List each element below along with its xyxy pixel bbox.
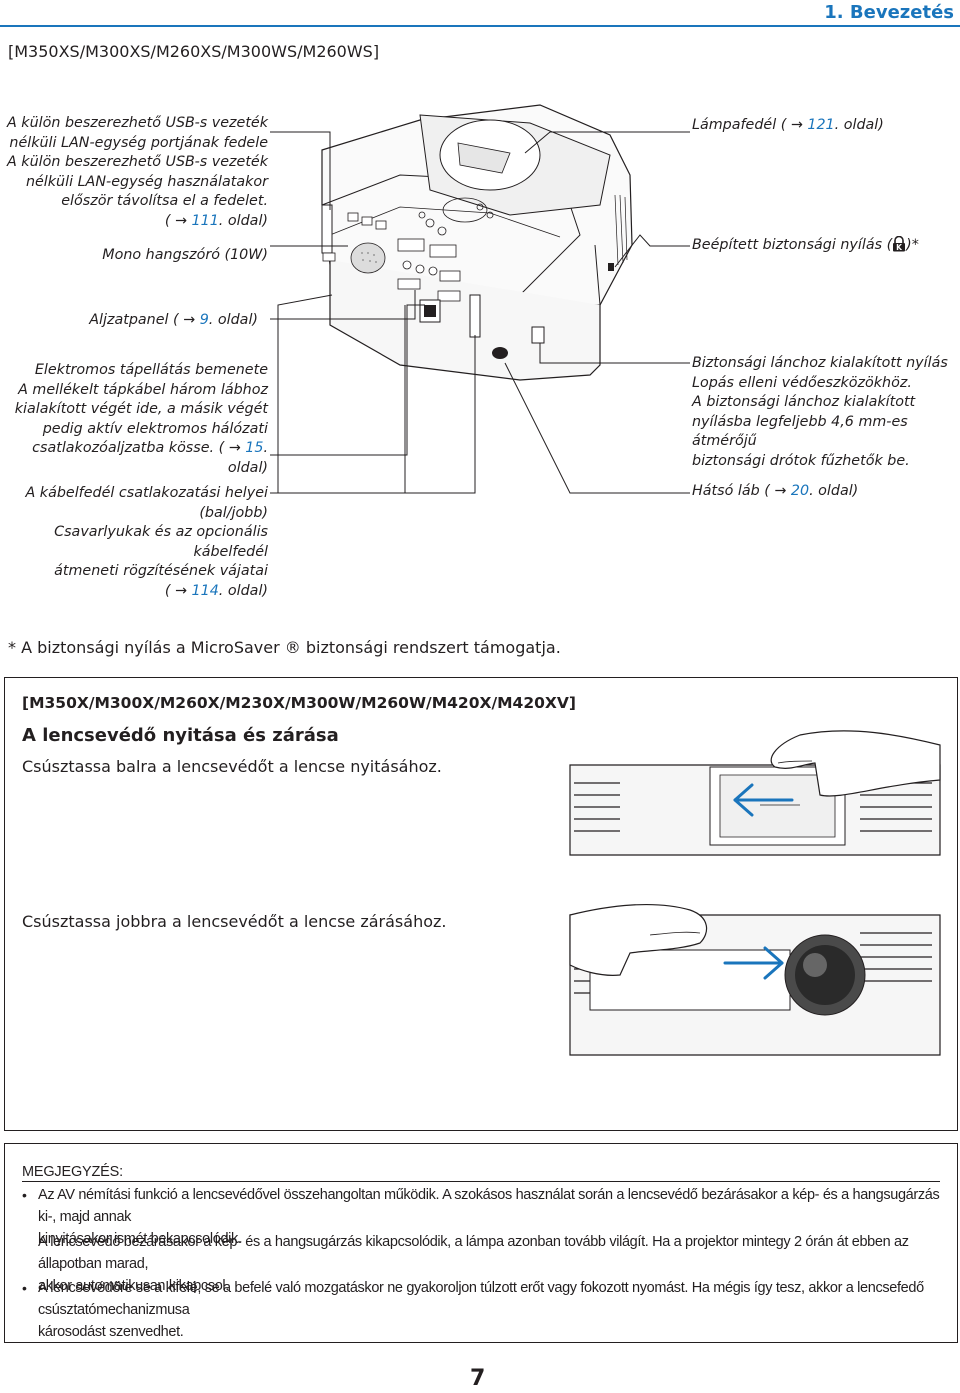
callout-line: Csavarlyukak és az opcionális kábelfedél bbox=[54, 524, 268, 560]
models-heading-1: [M350XS/M300XS/M260XS/M300WS/M260WS] bbox=[8, 42, 380, 61]
callout-line: (bal/jobb) bbox=[199, 504, 268, 521]
notes-box bbox=[4, 1143, 958, 1343]
callout-security-bar: Biztonsági lánchoz kialakított nyílás Lo… bbox=[692, 354, 958, 472]
close-instruction: Csúsztassa jobbra a lencsevédőt a lencse… bbox=[22, 912, 447, 931]
callout-usb-cover: A külön beszerezhető USB-s vezeték nélkü… bbox=[0, 114, 268, 232]
callout-line: Elektromos tápellátás bemenete bbox=[34, 362, 268, 378]
ref-tail: . oldal) bbox=[834, 117, 884, 133]
callout-power-input: Elektromos tápellátás bemenete A melléke… bbox=[0, 361, 268, 479]
notes-title: MEGJEGYZÉS: bbox=[22, 1164, 123, 1180]
note-line: károsodást szenvedhet. bbox=[38, 1324, 184, 1340]
callout-speaker: Mono hangszóró (10W) bbox=[102, 247, 268, 263]
page-ref-link[interactable]: 111 bbox=[191, 212, 219, 229]
callout-line: először távolítsa el a fedelet. bbox=[61, 193, 268, 210]
ref-prefix: csatlakozóaljzatba kösse. ( → bbox=[32, 440, 246, 457]
bullet-marker: • bbox=[22, 1280, 27, 1296]
callout-line: kialakított végét ide, a másik végét bbox=[14, 401, 268, 418]
security-footnote: * A biztonsági nyílás a MicroSaver ® biz… bbox=[8, 638, 561, 657]
callout-line: A biztonsági lánchoz kialakított bbox=[692, 394, 916, 411]
callout-tail: )* bbox=[906, 237, 919, 253]
callout-line: A külön beszerezhető USB-s vezeték bbox=[6, 154, 268, 171]
page-ref-link[interactable]: 20 bbox=[790, 483, 810, 499]
ref-prefix: Hátsó láb ( → bbox=[692, 483, 791, 499]
callout-cable-cover: A kábelfedél csatlakozatási helyei (bal/… bbox=[0, 484, 268, 602]
callout-line: nélküli LAN-egység használatakor bbox=[25, 173, 268, 190]
page-ref-link[interactable]: 9 bbox=[199, 312, 209, 328]
ref-arrow: ( → bbox=[164, 212, 192, 229]
ref-tail: . oldal) bbox=[208, 312, 258, 328]
callout-ref: ( → 111. oldal) bbox=[0, 212, 268, 232]
callout-line: A kábelfedél csatlakozatási helyei bbox=[25, 485, 268, 501]
ref-arrow: ( → bbox=[164, 582, 192, 599]
bullet-marker: • bbox=[22, 1187, 27, 1203]
note-item: A lencsevédőre se a kifelé, se a befelé … bbox=[38, 1277, 943, 1343]
open-instruction: Csúsztassa balra a lencsevédőt a lencse … bbox=[22, 757, 442, 776]
note-line: kinyitásakor ismét bekapcsolódik. bbox=[38, 1231, 242, 1247]
ref-prefix: Lámpafedél ( → bbox=[692, 117, 808, 133]
callout-line: átmeneti rögzítésének vájatai bbox=[54, 563, 268, 580]
page-ref-link[interactable]: 15 bbox=[245, 440, 264, 457]
callout-line: Lopás elleni védőeszközökhöz. bbox=[692, 374, 912, 391]
callout-terminal-panel: Aljzatpanel ( → 9. oldal) bbox=[0, 311, 258, 331]
callout-line: nélküli LAN-egység portjának fedele bbox=[9, 134, 268, 151]
page-number: 7 bbox=[470, 1366, 486, 1391]
callout-ref: csatlakozóaljzatba kösse. ( → 15. oldal) bbox=[0, 439, 268, 478]
lens-open-illustration bbox=[569, 730, 941, 856]
note-line: A lencsevédőre se a kifelé, se a befelé … bbox=[38, 1280, 924, 1318]
ref-tail: . oldal) bbox=[809, 483, 859, 499]
callout-line: Biztonsági lánchoz kialakított nyílás bbox=[692, 355, 948, 371]
callout-lamp-cover: Lámpafedél ( → 121. oldal) bbox=[692, 116, 952, 136]
lens-close-illustration bbox=[569, 903, 941, 1056]
callout-line: A mellékelt tápkábel három lábhoz bbox=[18, 381, 268, 398]
callout-line: biztonsági drótok fűzhetők be. bbox=[692, 452, 910, 469]
note-item: A lencsevédő bezárásakor a kép- és a han… bbox=[38, 1231, 943, 1297]
note-line: A lencsevédő bezárásakor a kép- és a han… bbox=[38, 1234, 909, 1272]
ref-tail: . oldal) bbox=[218, 212, 268, 229]
callout-line: pedig aktív elektromos hálózati bbox=[42, 420, 268, 437]
kensington-lock-icon: K bbox=[892, 235, 906, 259]
ref-prefix: Aljzatpanel ( → bbox=[89, 312, 200, 328]
header-rule bbox=[0, 25, 960, 27]
page-ref-link[interactable]: 114 bbox=[191, 582, 219, 599]
notes-rule bbox=[22, 1181, 940, 1182]
note-item: Az AV némítási funkció a lencsevédővel ö… bbox=[38, 1184, 943, 1250]
svg-text:K: K bbox=[896, 243, 903, 252]
projector-rear-illustration bbox=[270, 104, 690, 494]
ref-tail: . oldal) bbox=[227, 440, 268, 476]
note-line: akkor automatikusan kikapcsol. bbox=[38, 1278, 229, 1294]
page-ref-link[interactable]: 121 bbox=[807, 117, 835, 133]
lens-cover-box bbox=[4, 677, 958, 1131]
callout-rear-foot: Hátsó láb ( → 20. oldal) bbox=[692, 482, 952, 502]
chapter-title: 1. Bevezetés bbox=[824, 2, 954, 23]
callout-line: nyílásba legfeljebb 4,6 mm-es átmérőjű bbox=[692, 413, 908, 450]
callout-security-slot: Beépített biztonsági nyílás (K)* bbox=[692, 235, 952, 259]
callout-text: Beépített biztonsági nyílás ( bbox=[692, 237, 893, 253]
callout-line: A külön beszerezhető USB-s vezeték bbox=[6, 115, 268, 131]
lens-cover-title: A lencsevédő nyitása és zárása bbox=[22, 725, 339, 746]
note-line: Az AV némítási funkció a lencsevédővel ö… bbox=[38, 1187, 940, 1225]
models-heading-2: [M350X/M300X/M260X/M230X/M300W/M260W/M42… bbox=[22, 694, 576, 712]
callout-ref: ( → 114. oldal) bbox=[0, 582, 268, 602]
ref-tail: . oldal) bbox=[218, 582, 268, 599]
